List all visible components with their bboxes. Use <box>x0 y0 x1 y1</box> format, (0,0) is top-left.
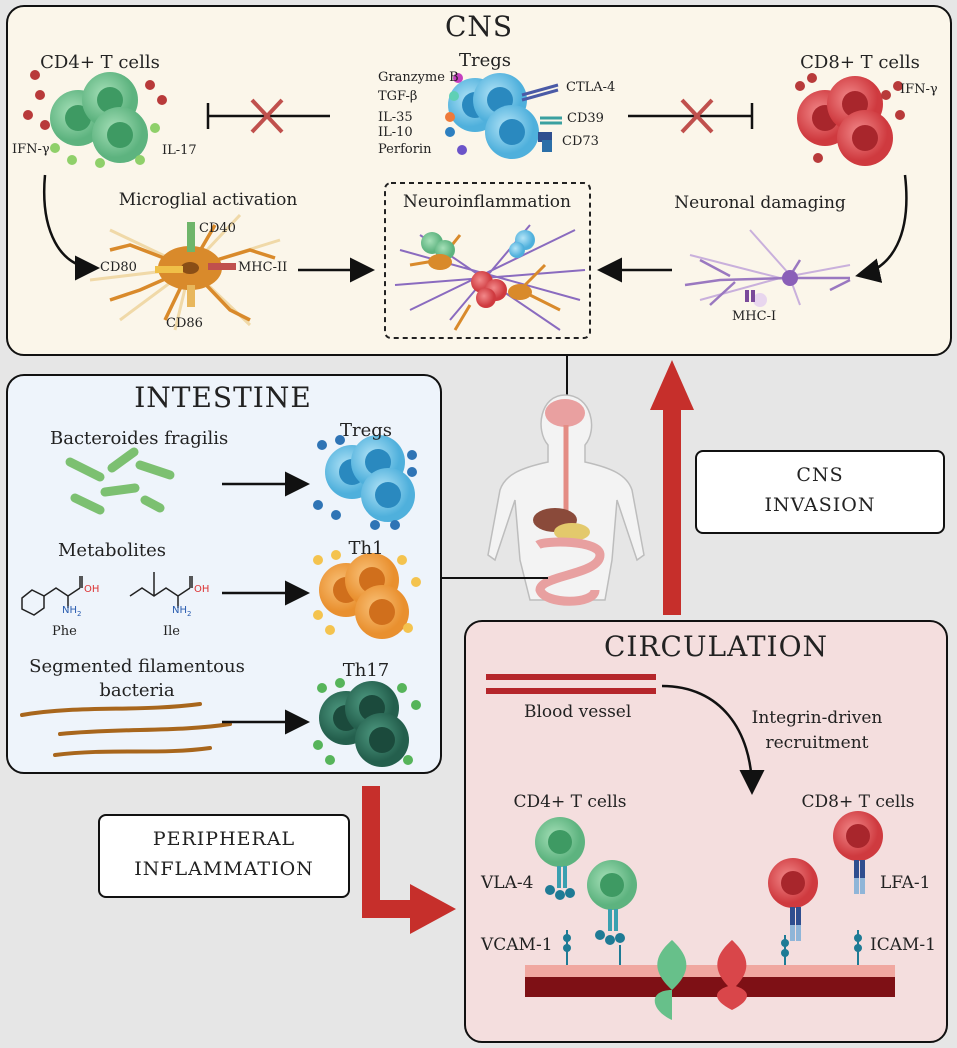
cd4-to-microglia-arrow <box>43 174 100 281</box>
neuronal-damaging-label: Neuronal damaging <box>674 193 846 213</box>
intestine-tregs-cluster <box>313 435 417 530</box>
th17-cluster <box>313 678 421 767</box>
cd4-t-cell-cluster <box>23 70 167 168</box>
circ-cd8-label: CD8+ T cells <box>801 792 915 812</box>
intestine-title: INTESTINE <box>134 381 312 414</box>
tregs-title: Tregs <box>458 50 512 71</box>
inhibition-arrow-left <box>206 98 330 134</box>
blood-vessel-label: Blood vessel <box>524 702 632 722</box>
icam1-label: ICAM-1 <box>870 935 936 955</box>
ile-nh2-label: NH2 <box>172 605 192 618</box>
neuroinflammation-illustration <box>394 224 586 331</box>
cns-invasion-box: CNS INVASION <box>695 450 945 534</box>
ifn-gamma-left-label: IFN-γ <box>12 142 50 157</box>
endothelium <box>525 940 895 1020</box>
cd73-label: CD73 <box>562 134 599 149</box>
cd86-label: CD86 <box>166 316 203 331</box>
mhc2-label: MHC-II <box>238 260 288 275</box>
granzyme-b-label: Granzyme B <box>378 70 459 85</box>
blood-vessel-icon <box>486 674 656 694</box>
sfb-label-line1: Segmented filamentous <box>29 656 245 677</box>
vla4-label: VLA-4 <box>481 873 534 893</box>
human-body-illustration <box>487 394 645 606</box>
lfa1-label: LFA-1 <box>880 873 931 893</box>
phe-oh-label: OH <box>84 584 100 595</box>
neuroinflammation-label: Neuroinflammation <box>403 192 571 212</box>
bacteroides-label: Bacteroides fragilis <box>50 428 229 449</box>
mhc1-label: MHC-I <box>732 309 777 324</box>
cns-invasion-line1: CNS <box>796 464 844 486</box>
cd8-t-cell-cluster <box>795 73 905 166</box>
circulation-title: CIRCULATION <box>603 630 829 663</box>
tgf-beta-label: TGF-β <box>378 89 418 104</box>
ile-label: Ile <box>163 624 180 639</box>
peripheral-line2: INFLAMMATION <box>134 858 314 880</box>
il10-label: IL-10 <box>378 125 413 140</box>
ctla4-label: CTLA-4 <box>566 80 616 95</box>
neuroinflammation-box <box>384 182 591 339</box>
il17-label: IL-17 <box>162 143 197 158</box>
neuron-illustration <box>684 229 851 307</box>
microglial-activation-label: Microglial activation <box>118 190 298 210</box>
circ-cd4-label: CD4+ T cells <box>513 792 627 812</box>
th17-label: Th17 <box>342 660 390 681</box>
cd80-label: CD80 <box>100 260 137 275</box>
integrin-label-line2: recruitment <box>765 733 869 753</box>
adhesion-molecules <box>563 930 862 965</box>
th1-label: Th1 <box>348 538 384 559</box>
intestine-tregs-label: Tregs <box>339 420 393 441</box>
peripheral-inflammation-arrow <box>362 786 456 934</box>
cd8-to-neuron-arrow <box>855 174 908 283</box>
cd39-label: CD39 <box>567 111 604 126</box>
microglia-illustration <box>89 213 281 331</box>
metabolites-label: Metabolites <box>58 540 167 561</box>
cd4-title: CD4+ T cells <box>40 52 160 73</box>
peripheral-line1: PERIPHERAL <box>152 828 296 850</box>
sfb-illustration <box>20 702 232 757</box>
ifn-gamma-right-label: IFN-γ <box>900 82 938 97</box>
phe-nh2-label: NH2 <box>62 605 82 618</box>
il35-label: IL-35 <box>378 110 413 125</box>
cns-invasion-line2: INVASION <box>764 494 876 516</box>
perforin-label: Perforin <box>378 142 432 157</box>
ile-oh-label: OH <box>194 584 210 595</box>
integrin-label-line1: Integrin-driven <box>751 708 883 728</box>
integrin-recruitment-arrow <box>661 684 765 795</box>
treg-cell-cluster <box>445 73 562 159</box>
phe-molecule <box>21 576 83 616</box>
circulating-cd8-cells <box>768 811 883 941</box>
bacteroides-illustration <box>65 447 175 515</box>
th1-cluster <box>313 550 421 639</box>
peripheral-inflammation-box: PERIPHERAL INFLAMMATION <box>98 814 350 898</box>
cns-invasion-arrow <box>650 360 694 615</box>
cd40-label: CD40 <box>199 221 236 236</box>
vcam1-label: VCAM-1 <box>481 935 553 955</box>
circulating-cd4-cells <box>535 817 637 945</box>
sfb-label-line2: bacteria <box>99 680 175 701</box>
ile-molecule <box>129 572 193 608</box>
cd8-title: CD8+ T cells <box>800 52 920 73</box>
inhibition-arrow-right <box>628 98 754 134</box>
cns-title: CNS <box>444 10 514 43</box>
phe-label: Phe <box>52 624 77 639</box>
